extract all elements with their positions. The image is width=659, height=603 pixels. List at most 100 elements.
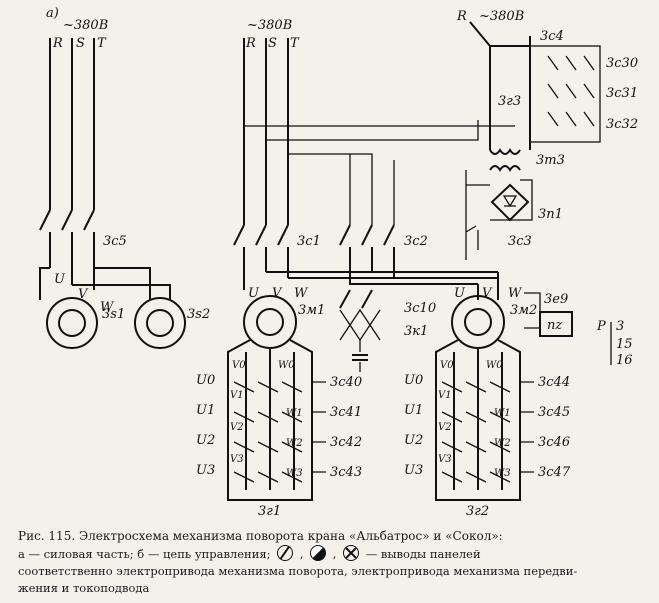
caption-title: Рис. 115. Электросхема механизма поворот… <box>18 529 503 543</box>
label-3c47: 3с47 <box>538 465 571 480</box>
label-3c10: 3с10 <box>404 301 436 316</box>
label-3g3: 3г3 <box>498 94 521 109</box>
transformer-3t3 <box>489 148 521 172</box>
motor-3s1 <box>46 297 98 349</box>
motor-3m1-group: V0 W0 U0 U1 U2 U3 V1 W1 V2 W2 V3 W3 3с40… <box>196 295 362 519</box>
terminal-u-left: U <box>54 272 66 287</box>
left-motor-wiring <box>39 267 171 300</box>
center-phase-wires <box>243 38 289 225</box>
phase-s-center: S <box>268 36 277 51</box>
caption-legend: а — силовая часть; б — цепь управления; … <box>18 545 481 561</box>
label-3s1: 3s1 <box>102 307 125 322</box>
label-3g2: 3г2 <box>466 504 489 519</box>
electrical-schematic: а) ~380В R S T 3с5 U V W 3s1 3s2 ~380В R… <box>39 6 638 519</box>
terminal-w-m1: W <box>294 286 309 301</box>
label-3g1: 3г1 <box>258 504 281 519</box>
terminal-u-m2: U <box>454 286 466 301</box>
label-3c4: 3с4 <box>540 29 564 44</box>
resistor-frame-3g2 <box>435 339 521 501</box>
half-filled-circle-icon <box>310 545 327 561</box>
motor-3s1-rotor <box>58 309 86 337</box>
motor-3m2 <box>451 295 505 349</box>
caption-parts: а — силовая часть; б — цепь управления; <box>18 547 271 561</box>
ref-15: 15 <box>616 337 633 352</box>
panel-label: а) <box>46 6 59 21</box>
label-v3-right: V3 <box>438 454 452 465</box>
terminal-v-left: V <box>78 287 89 302</box>
motor-3m1-rotor <box>256 308 284 336</box>
label-3c45: 3с45 <box>538 405 570 420</box>
phase-r-left: R <box>52 36 63 51</box>
label-u1-right: U1 <box>404 403 423 418</box>
label-3c43: 3с43 <box>330 465 362 480</box>
label-w2-right: W2 <box>494 438 511 449</box>
supply-voltage-left: ~380В <box>63 18 108 33</box>
rectifier-bridge-3p1 <box>490 183 530 222</box>
phase-s-left: S <box>76 36 85 51</box>
terminal-w-left: W <box>100 300 115 315</box>
capacitor-3k1 <box>352 354 368 361</box>
label-3s2: 3s2 <box>187 307 210 322</box>
contactor-taps-3g1 <box>312 381 326 473</box>
diode-symbol-icon <box>502 195 518 208</box>
label-u2-right: U2 <box>404 433 423 448</box>
label-3c41: 3с41 <box>330 405 362 420</box>
contactor-3c10 <box>339 289 373 309</box>
label-3c42: 3с42 <box>330 435 362 450</box>
label-3c2: 3с2 <box>404 234 428 249</box>
label-3c32: 3с32 <box>606 117 638 132</box>
phase-r-center: R <box>245 36 256 51</box>
phase-t-left: T <box>97 36 107 51</box>
label-w3-left: W3 <box>286 468 303 479</box>
caption-line-3: соответственно электропривода механизма … <box>18 564 578 578</box>
label-3c46: 3с46 <box>538 435 570 450</box>
label-u3-right: U3 <box>404 463 423 478</box>
phase-r-right: R <box>456 9 467 24</box>
terminal-w-m2: W <box>508 286 523 301</box>
label-3m2: 3м2 <box>510 303 537 318</box>
label-3c5: 3с5 <box>103 234 127 249</box>
resistor-steps-3g1 <box>233 381 303 483</box>
label-w3-right: W3 <box>494 468 511 479</box>
label-3c40: 3с40 <box>330 375 362 390</box>
ref-16: 16 <box>616 353 633 368</box>
supply-voltage-right: ~380В <box>479 9 524 24</box>
label-u0-left: U0 <box>196 373 215 388</box>
label-v1-right: V1 <box>438 390 452 401</box>
m2-feed <box>477 272 499 300</box>
label-u0-right: U0 <box>404 373 423 388</box>
label-w0-right: W0 <box>486 360 503 371</box>
resistor-frame-3g1 <box>227 339 313 501</box>
terminal-v-m2: V <box>482 286 493 301</box>
terminal-u-m1: U <box>248 286 260 301</box>
m1-feed <box>243 247 289 290</box>
motor-3s2-rotor <box>146 309 174 337</box>
resistor-rails-3g2 <box>453 348 503 490</box>
label-v1-left: V1 <box>230 390 244 401</box>
motor-3m1 <box>243 295 297 349</box>
label-u1-left: U1 <box>196 403 215 418</box>
label-3c44: 3с44 <box>538 375 570 390</box>
label-3c30: 3с30 <box>606 56 638 71</box>
motor-3s2 <box>134 297 186 349</box>
label-u3-left: U3 <box>196 463 215 478</box>
supply-voltage-center: ~380В <box>247 18 292 33</box>
label-3c3: 3с3 <box>508 234 532 249</box>
resistor-steps-3g2 <box>441 381 511 483</box>
left-phase-wires <box>49 38 95 210</box>
figure-caption: Рис. 115. Электросхема механизма поворот… <box>18 528 648 597</box>
caption-line-4: жения и токоподвода <box>18 581 150 595</box>
contactor-3c5-contacts <box>39 209 95 231</box>
contactor-taps-3g2 <box>520 381 534 473</box>
right-supply-section: R ~380В 3с4 3с30 3с31 3с32 3г3 3т3 3п1 3… <box>456 9 638 368</box>
label-pz: пz <box>547 318 562 333</box>
contactor-3c1-contacts <box>233 224 289 246</box>
label-v0-left: V0 <box>232 360 246 371</box>
label-v0-right: V0 <box>440 360 454 371</box>
terminal-v-m1: V <box>272 286 283 301</box>
left-motor-feed <box>49 232 95 290</box>
label-3p1: 3п1 <box>538 207 563 222</box>
label-3c1: 3с1 <box>297 234 321 249</box>
label-w0-left: W0 <box>278 360 295 371</box>
label-v2-right: V2 <box>438 422 452 433</box>
